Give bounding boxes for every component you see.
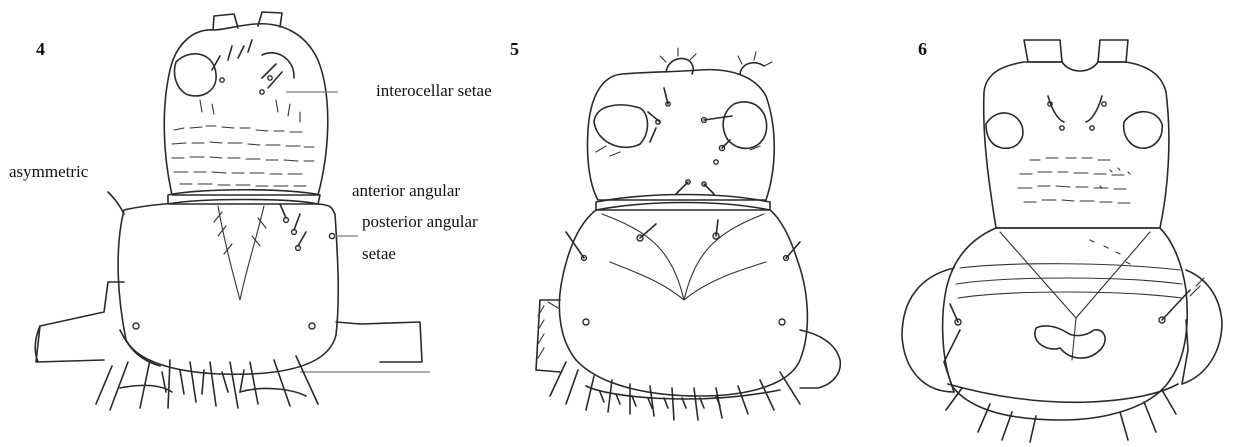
panel4-pronotum-outline bbox=[118, 203, 338, 374]
drawing-panel-5 bbox=[536, 48, 840, 420]
panel5-pronotum-outline bbox=[559, 210, 807, 396]
drawing-panel-6 bbox=[902, 40, 1222, 442]
panel6-head-outline bbox=[984, 62, 1169, 228]
drawing-panel-4 bbox=[35, 12, 430, 410]
panel5-head-outline bbox=[587, 70, 774, 200]
panel4-head-outline bbox=[164, 24, 328, 195]
